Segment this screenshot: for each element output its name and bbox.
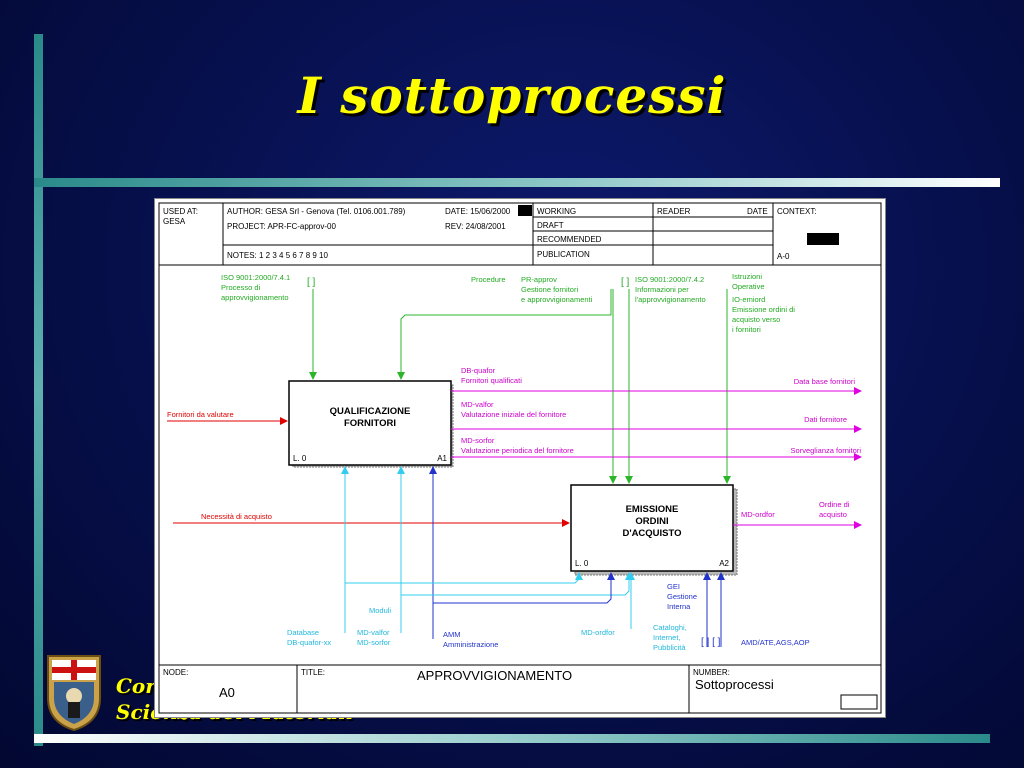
control-arrows bbox=[309, 289, 731, 484]
context-label: CONTEXT: bbox=[777, 207, 817, 216]
title-value: APPROVVIGIONAMENTO bbox=[417, 668, 572, 683]
md-mech-line2: MD-sorfor bbox=[357, 638, 391, 647]
io-emiord-line3: acquisto verso bbox=[732, 315, 780, 324]
iso742-line1: ISO 9001:2000/7.4.2 bbox=[635, 275, 704, 284]
title-label: TITLE: bbox=[301, 668, 325, 677]
accent-bar-top bbox=[34, 178, 1000, 187]
iso742-bracket: [ ] bbox=[621, 277, 630, 288]
used-at-value: GESA bbox=[163, 217, 186, 226]
a1-level: L. 0 bbox=[293, 454, 307, 463]
date-label: DATE: 15/06/2000 bbox=[445, 207, 511, 216]
procedure-label: Procedure bbox=[471, 275, 506, 284]
used-at-label: USED AT: bbox=[163, 207, 198, 216]
rev-label: REV: 24/08/2001 bbox=[445, 222, 506, 231]
status-draft: DRAFT bbox=[537, 221, 564, 230]
gei-line1: GEI bbox=[667, 582, 680, 591]
db-quafor-line1: DB-quafor bbox=[461, 366, 496, 375]
amm-line2: Amministrazione bbox=[443, 640, 498, 649]
status-working: WORKING bbox=[537, 207, 576, 216]
a2-title-line2: ORDINI bbox=[635, 516, 668, 527]
activity-box-a2: EMISSIONE ORDINI D'ACQUISTO L. 0 A2 bbox=[570, 484, 738, 576]
iso741-line2: Processo di bbox=[221, 283, 261, 292]
pr-approv-line1: PR-approv bbox=[521, 275, 557, 284]
a1-id: A1 bbox=[437, 454, 447, 463]
iso741-line1: ISO 9001:2000/7.4.1 bbox=[221, 273, 290, 282]
amm-line1: AMM bbox=[443, 630, 461, 639]
pr-approv-line2: Gestione fornitori bbox=[521, 285, 578, 294]
io-emiord-line4: i fornitori bbox=[732, 325, 761, 334]
a2-id: A2 bbox=[719, 559, 729, 568]
accent-bar-vertical bbox=[34, 34, 43, 746]
amd-ate-label: AMD/ATE,AGS,AOP bbox=[741, 638, 810, 647]
reader-date-label: DATE bbox=[747, 207, 768, 216]
ordine-acquisto-line1: Ordine di bbox=[819, 500, 850, 509]
reader-label: READER bbox=[657, 207, 691, 216]
number-label: NUMBER: bbox=[693, 668, 730, 677]
control-labels: ISO 9001:2000/7.4.1 Processo di approvvi… bbox=[221, 272, 795, 334]
necessita-acquisto-label: Necessità di acquisto bbox=[201, 512, 272, 521]
mechanism-labels: Moduli Database DB-quafor-xx MD-valfor M… bbox=[287, 582, 810, 652]
io-emiord-line2: Emissione ordini di bbox=[732, 305, 795, 314]
slide-title: I sottoprocessi bbox=[297, 66, 727, 125]
dati-fornitore-label: Dati fornitore bbox=[804, 415, 847, 424]
node-value: A0 bbox=[219, 685, 235, 700]
cataloghi-line1: Cataloghi, bbox=[653, 623, 687, 632]
mechanism-brackets: [ ] [ ] bbox=[701, 637, 721, 648]
data-base-fornitori-label: Data base fornitori bbox=[794, 377, 856, 386]
ordine-acquisto-line2: acquisto bbox=[819, 510, 847, 519]
node-label: NODE: bbox=[163, 668, 188, 677]
number-value: Sottoprocessi bbox=[695, 677, 774, 692]
sorveglianza-label: Sorveglianza fornitori bbox=[791, 446, 862, 455]
a2-level: L. 0 bbox=[575, 559, 589, 568]
header-block: USED AT: GESA AUTHOR: GESA Srl - Genova … bbox=[159, 203, 881, 266]
md-valfor-line1: MD-valfor bbox=[461, 400, 494, 409]
iso741-bracket: [ ] bbox=[307, 277, 316, 288]
iso742-line3: l'approvvigionamento bbox=[635, 295, 706, 304]
mechanism-arrows bbox=[341, 466, 725, 647]
md-sorfor-line2: Valutazione periodica del fornitore bbox=[461, 446, 574, 455]
istruzioni-line2: Operative bbox=[732, 282, 765, 291]
university-crest-icon bbox=[44, 652, 104, 732]
iso741-line3: approvvigionamento bbox=[221, 293, 289, 302]
cataloghi-line3: Pubblicità bbox=[653, 643, 686, 652]
db-quafor-line2: Fornitori qualificati bbox=[461, 376, 522, 385]
fornitori-da-valutare-label: Fornitori da valutare bbox=[167, 410, 234, 419]
input-labels: Fornitori da valutare Necessità di acqui… bbox=[167, 410, 272, 521]
status-recommended: RECOMMENDED bbox=[537, 235, 602, 244]
footer-block: NODE: A0 TITLE: APPROVVIGIONAMENTO NUMBE… bbox=[159, 664, 881, 713]
status-publication: PUBLICATION bbox=[537, 250, 590, 259]
activity-box-a1: QUALIFICAZIONE FORNITORI L. 0 A1 bbox=[288, 380, 454, 468]
project-label: PROJECT: APR-FC-approv-00 bbox=[227, 222, 336, 231]
gei-line2: Gestione bbox=[667, 592, 697, 601]
md-sorfor-line1: MD-sorfor bbox=[461, 436, 495, 445]
output-labels: DB-quafor Fornitori qualificati MD-valfo… bbox=[461, 366, 861, 519]
md-valfor-line2: Valutazione iniziale del fornitore bbox=[461, 410, 566, 419]
md-mech-line1: MD-valfor bbox=[357, 628, 390, 637]
md-ordfor-output-label: MD-ordfor bbox=[741, 510, 775, 519]
md-ordfor-mech-label: MD-ordfor bbox=[581, 628, 615, 637]
a1-title-line2: FORNITORI bbox=[344, 418, 396, 429]
gei-line3: Interna bbox=[667, 602, 691, 611]
pr-approv-line3: e approvvigionamenti bbox=[521, 295, 593, 304]
accent-bar-bottom bbox=[34, 734, 990, 743]
context-value: A-0 bbox=[777, 252, 790, 261]
notes-label: NOTES: 1 2 3 4 5 6 7 8 9 10 bbox=[227, 251, 329, 260]
idef0-diagram: USED AT: GESA AUTHOR: GESA Srl - Genova … bbox=[154, 198, 886, 718]
a2-title-line1: EMISSIONE bbox=[626, 504, 679, 515]
a2-title-line3: D'ACQUISTO bbox=[622, 528, 681, 539]
cataloghi-line2: Internet, bbox=[653, 633, 681, 642]
istruzioni-line1: Istruzioni bbox=[732, 272, 762, 281]
moduli-label: Moduli bbox=[369, 606, 391, 615]
io-emiord-line1: IO-emiord bbox=[732, 295, 765, 304]
database-line1: Database bbox=[287, 628, 319, 637]
database-line2: DB-quafor-xx bbox=[287, 638, 331, 647]
author-label: AUTHOR: GESA Srl - Genova (Tel. 0106.001… bbox=[227, 207, 406, 216]
output-arrows bbox=[451, 387, 862, 529]
input-arrows bbox=[167, 417, 570, 527]
a1-title-line1: QUALIFICAZIONE bbox=[330, 406, 411, 417]
iso742-line2: Informazioni per bbox=[635, 285, 689, 294]
